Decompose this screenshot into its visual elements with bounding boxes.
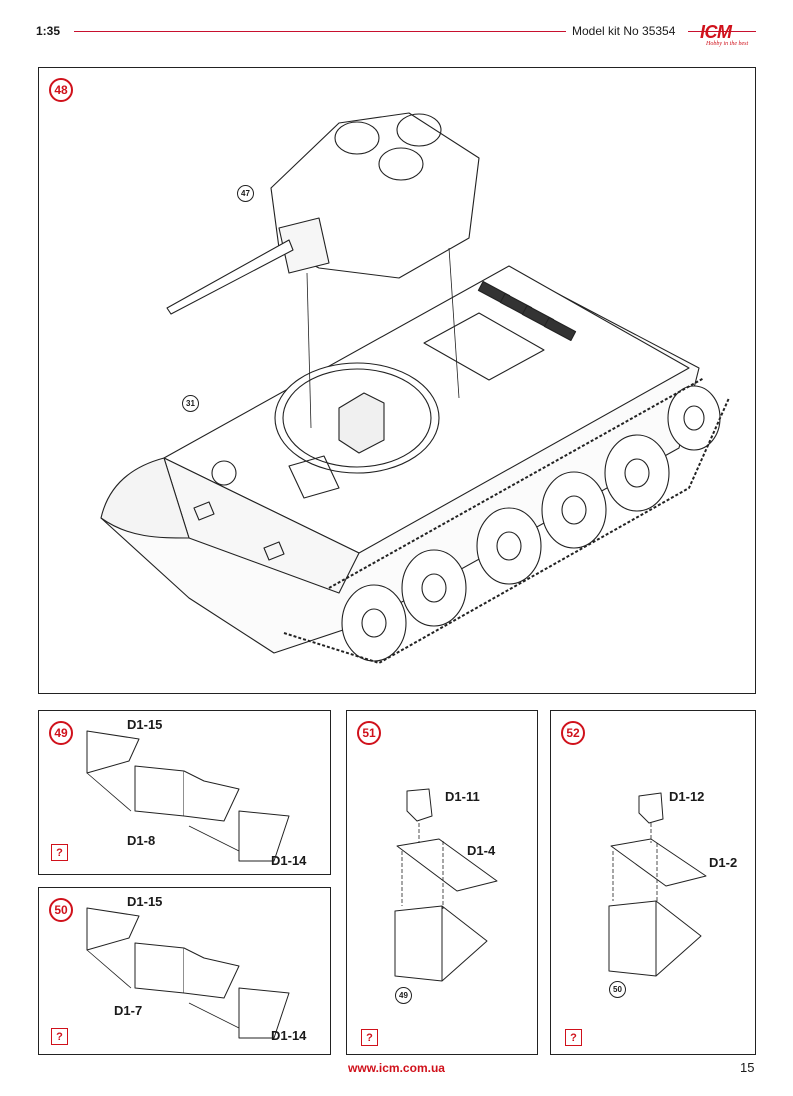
header-rule-left — [74, 31, 566, 32]
step-51-panel: 51 D1-11 D1-4 49 ? — [346, 710, 538, 1055]
part-label-d1-15: D1-15 — [127, 894, 163, 909]
help-button[interactable]: ? — [361, 1029, 378, 1046]
help-button[interactable]: ? — [565, 1029, 582, 1046]
step-48-panel: 48 47 31 — [38, 67, 756, 694]
step-number-51: 51 — [357, 721, 381, 745]
part-label-d1-14: D1-14 — [271, 1028, 307, 1043]
part-label-d1-7: D1-7 — [114, 1003, 143, 1018]
road-wheels — [341, 385, 721, 662]
turret-basket — [338, 392, 385, 454]
part-label-d1-2: D1-2 — [709, 855, 738, 870]
commander-hatch-right — [396, 113, 442, 147]
ref-step-50: 50 — [609, 981, 626, 998]
tow-hooks — [193, 501, 285, 561]
driver-hatch — [288, 455, 340, 499]
header-rule-right — [688, 31, 756, 32]
assembly-guide-line — [306, 272, 312, 429]
help-button[interactable]: ? — [51, 1028, 68, 1045]
step-50-panel: 50 D1-15 D1-7 D1-14 ? — [38, 887, 331, 1055]
part-label-d1-8: D1-8 — [127, 833, 156, 848]
commander-hatch-left — [334, 121, 380, 155]
tank-assembly-illustration — [100, 112, 730, 664]
track-upper — [328, 377, 705, 589]
ref-step-49: 49 — [395, 987, 412, 1004]
help-button[interactable]: ? — [51, 844, 68, 861]
step-number-50: 50 — [49, 898, 73, 922]
logo-wordmark: ICM — [700, 22, 732, 42]
gun-mantlet — [278, 217, 330, 274]
ref-step-31: 31 — [182, 395, 199, 412]
part-label-d1-4: D1-4 — [467, 843, 496, 858]
engine-hatch — [423, 312, 545, 381]
main-gun — [166, 239, 294, 315]
step-50-illustration — [86, 907, 290, 1039]
hull-front-curve — [100, 457, 190, 539]
part-label-d1-14: D1-14 — [271, 853, 307, 868]
hull-mg-ball — [211, 460, 237, 486]
engine-grille — [477, 280, 577, 342]
step-52-illustration — [608, 792, 707, 977]
step-number-48: 48 — [49, 78, 73, 102]
page-number: 15 — [740, 1060, 755, 1075]
website-link[interactable]: www.icm.com.ua — [348, 1061, 445, 1075]
icm-logo: ICM Hobby in the best — [700, 22, 760, 50]
step-49-illustration — [86, 730, 290, 862]
part-label-d1-15: D1-15 — [127, 717, 163, 732]
part-label-d1-11: D1-11 — [445, 789, 480, 804]
step-number-52: 52 — [561, 721, 585, 745]
step-number-49: 49 — [49, 721, 73, 745]
logo-tagline: Hobby in the best — [706, 41, 749, 47]
step-52-panel: 52 D1-12 D1-2 50 ? — [550, 710, 756, 1055]
assembly-guide-line — [448, 247, 460, 399]
model-kit-number: Model kit No 35354 — [572, 24, 676, 38]
ref-step-47: 47 — [237, 185, 254, 202]
scale-label: 1:35 — [36, 24, 61, 38]
track-lower — [283, 397, 730, 664]
part-label-d1-12: D1-12 — [669, 789, 705, 804]
step-51-illustration — [394, 788, 498, 982]
step-49-panel: 49 D1-15 D1-8 D1-14 ? — [38, 710, 331, 875]
